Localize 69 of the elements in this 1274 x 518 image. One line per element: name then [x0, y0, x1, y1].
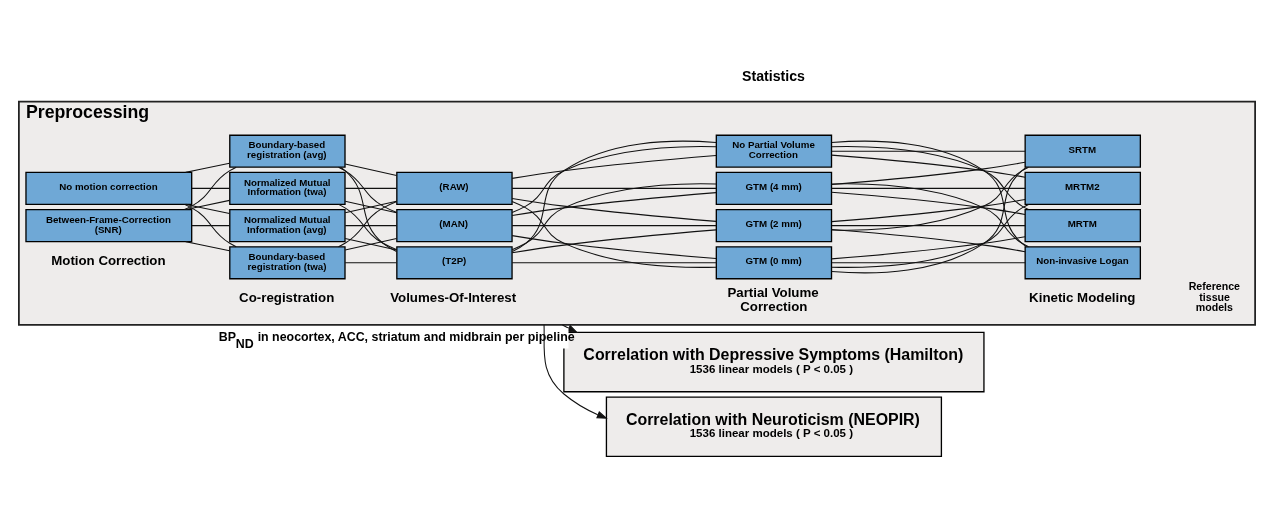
connector — [511, 154, 717, 179]
connector — [344, 200, 398, 213]
label: Co-registration — [239, 289, 335, 305]
connector — [511, 261, 717, 263]
connector — [831, 166, 1028, 273]
node-box: MRTM2 — [1024, 171, 1141, 205]
connector — [831, 203, 1029, 268]
connector — [340, 166, 398, 252]
label: Kinetic Modeling — [1029, 289, 1136, 305]
connector — [511, 187, 717, 189]
connector — [511, 191, 717, 216]
node-box: GTM (4 mm) — [715, 171, 833, 205]
connector — [185, 162, 231, 173]
node-box: Non-invasive Logan — [1024, 245, 1141, 279]
node-box: (RAW) — [396, 171, 513, 205]
node-box: Normalized Mutual Information (twa) — [229, 171, 346, 205]
connector — [831, 198, 1026, 222]
arrow — [561, 323, 579, 333]
connector — [511, 145, 717, 213]
connector — [831, 140, 1028, 247]
label: Statistics — [742, 67, 805, 84]
connector — [184, 203, 237, 247]
connector — [344, 162, 398, 176]
label: Motion Correction — [51, 252, 166, 268]
connector — [344, 187, 398, 189]
connector — [831, 191, 1026, 215]
connector — [338, 166, 398, 213]
connector — [831, 187, 1026, 189]
connector — [185, 203, 231, 214]
connector — [511, 200, 717, 268]
label: Reference tissue models — [1188, 279, 1241, 313]
connector — [184, 166, 237, 210]
node-box: Between-Frame-Correction (SNR) — [25, 208, 193, 242]
connector — [511, 228, 717, 253]
connector — [344, 261, 398, 263]
connector — [831, 235, 1026, 259]
connector — [344, 224, 398, 226]
connector — [831, 150, 1026, 152]
connector — [191, 224, 231, 226]
connector — [831, 224, 1026, 226]
connector — [831, 261, 1026, 263]
connector — [511, 224, 717, 226]
node-box: MRTM — [1024, 208, 1141, 242]
connector — [511, 234, 717, 259]
node-box: Normalized Mutual Information (avg) — [229, 208, 346, 242]
node-box: Boundary-based registration (twa) — [229, 245, 346, 279]
connector — [185, 240, 231, 251]
node-box: GTM (0 mm) — [715, 245, 833, 279]
node-box: (MAN) — [396, 208, 513, 242]
connector — [511, 197, 717, 222]
connector — [831, 228, 1026, 252]
connector — [831, 145, 1029, 210]
arrow — [543, 323, 608, 419]
node-box: Boundary-based registration (avg) — [229, 134, 346, 168]
node-box: No motion correction — [25, 171, 193, 205]
label: Partial Volume Correction — [727, 284, 819, 314]
connector — [511, 140, 717, 252]
node-box: (T2P) — [396, 245, 513, 279]
node-box: Correlation with Neuroticism (NEOPIR) 1536 linear models ( P < 0.05 ) — [605, 395, 943, 457]
node-box: SRTM — [1024, 134, 1141, 168]
connector — [191, 187, 231, 189]
connector — [831, 182, 1029, 247]
label: Volumes-Of-Interest — [390, 289, 517, 305]
node-box: GTM (2 mm) — [715, 208, 833, 242]
connector — [511, 182, 717, 250]
connector — [185, 199, 231, 210]
node-box: No Partial Volume Correction — [715, 134, 833, 168]
connector — [831, 154, 1026, 178]
connector — [831, 166, 1029, 231]
